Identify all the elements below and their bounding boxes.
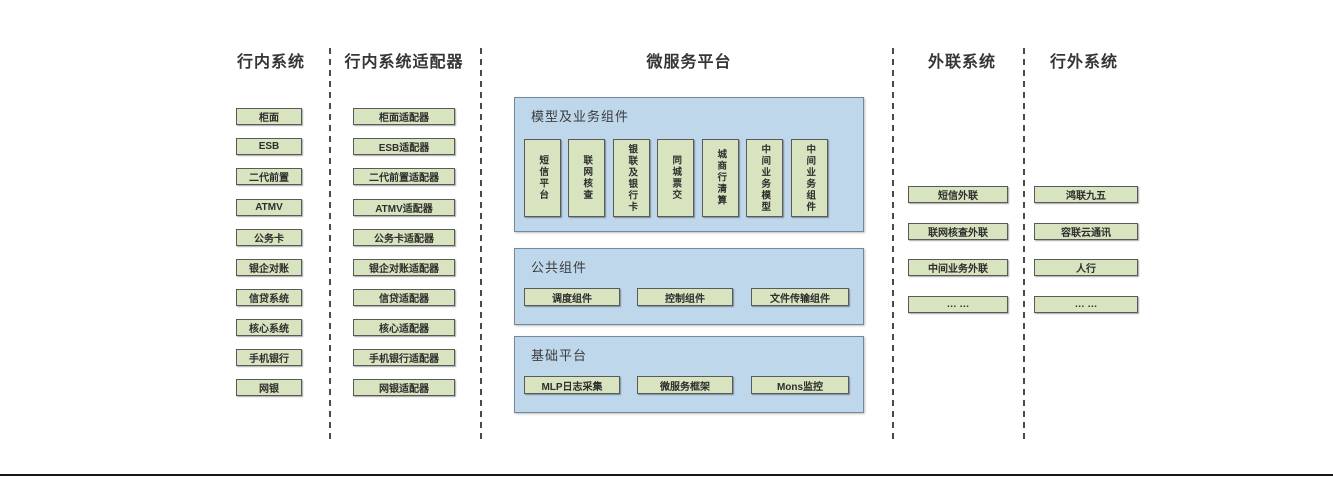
outlink-box: … … [908, 296, 1008, 313]
model-component-box: 银联及银行卡 [613, 139, 650, 217]
external-box: 人行 [1034, 259, 1138, 276]
adapter-box: 信贷适配器 [353, 289, 455, 306]
column-title-outlink: 外联系统 [927, 54, 996, 71]
common-component-box: 调度组件 [524, 288, 620, 306]
adapter-box: 核心适配器 [353, 319, 455, 336]
adapter-box: 柜面适配器 [353, 108, 455, 125]
outlink-box: 中间业务外联 [908, 259, 1008, 276]
adapter-box: 二代前置适配器 [353, 168, 455, 185]
system-box: 手机银行 [236, 349, 302, 366]
system-box: 银企对账 [236, 259, 302, 276]
adapter-box: ATMV适配器 [353, 199, 455, 216]
model-component-box: 短信平台 [524, 139, 561, 217]
model-component-box: 中间业务组件 [791, 139, 828, 217]
outlink-box: 短信外联 [908, 186, 1008, 203]
system-box: 公务卡 [236, 229, 302, 246]
adapter-box: 公务卡适配器 [353, 229, 455, 246]
divider-dashed-1 [329, 48, 331, 443]
common-component-box: 控制组件 [637, 288, 733, 306]
adapter-box: 银企对账适配器 [353, 259, 455, 276]
divider-dashed-2 [480, 48, 482, 443]
model-component-box: 中间业务模型 [746, 139, 783, 217]
external-box: 容联云通讯 [1034, 223, 1138, 240]
panel-common-components: 公共组件 调度组件 控制组件 文件传输组件 [514, 248, 864, 325]
column-title-internal: 行内系统 [236, 54, 305, 71]
adapter-box: 网银适配器 [353, 379, 455, 396]
common-component-box: 文件传输组件 [751, 288, 849, 306]
column-title-platform: 微服务平台 [646, 54, 732, 71]
base-component-box: 微服务框架 [637, 376, 733, 394]
divider-dashed-4 [1023, 48, 1025, 443]
system-box: 网银 [236, 379, 302, 396]
model-component-box: 同城票交 [657, 139, 694, 217]
panel-label: 模型及业务组件 [531, 109, 630, 124]
system-box: ESB [236, 138, 302, 155]
outlink-box: 联网核查外联 [908, 223, 1008, 240]
system-box: 二代前置 [236, 168, 302, 185]
external-box: … … [1034, 296, 1138, 313]
model-component-box: 城商行清算 [702, 139, 739, 217]
base-component-box: Mons监控 [751, 376, 849, 394]
system-box: 柜面 [236, 108, 302, 125]
system-box: 信贷系统 [236, 289, 302, 306]
panel-model-components: 模型及业务组件 短信平台 联网核查 银联及银行卡 同城票交 城商行清算 中间业务… [514, 97, 864, 232]
base-component-box: MLP日志采集 [524, 376, 620, 394]
system-box: 核心系统 [236, 319, 302, 336]
panel-label: 基础平台 [531, 348, 588, 363]
panel-base-platform: 基础平台 MLP日志采集 微服务框架 Mons监控 [514, 336, 864, 413]
adapter-box: ESB适配器 [353, 138, 455, 155]
external-box: 鸿联九五 [1034, 186, 1138, 203]
model-component-box: 联网核查 [568, 139, 605, 217]
system-box: ATMV [236, 199, 302, 216]
bottom-rule [0, 474, 1333, 476]
panel-label: 公共组件 [531, 260, 588, 275]
divider-dashed-3 [892, 48, 894, 443]
column-title-adapters: 行内系统适配器 [344, 54, 464, 71]
column-title-external: 行外系统 [1049, 54, 1118, 71]
adapter-box: 手机银行适配器 [353, 349, 455, 366]
